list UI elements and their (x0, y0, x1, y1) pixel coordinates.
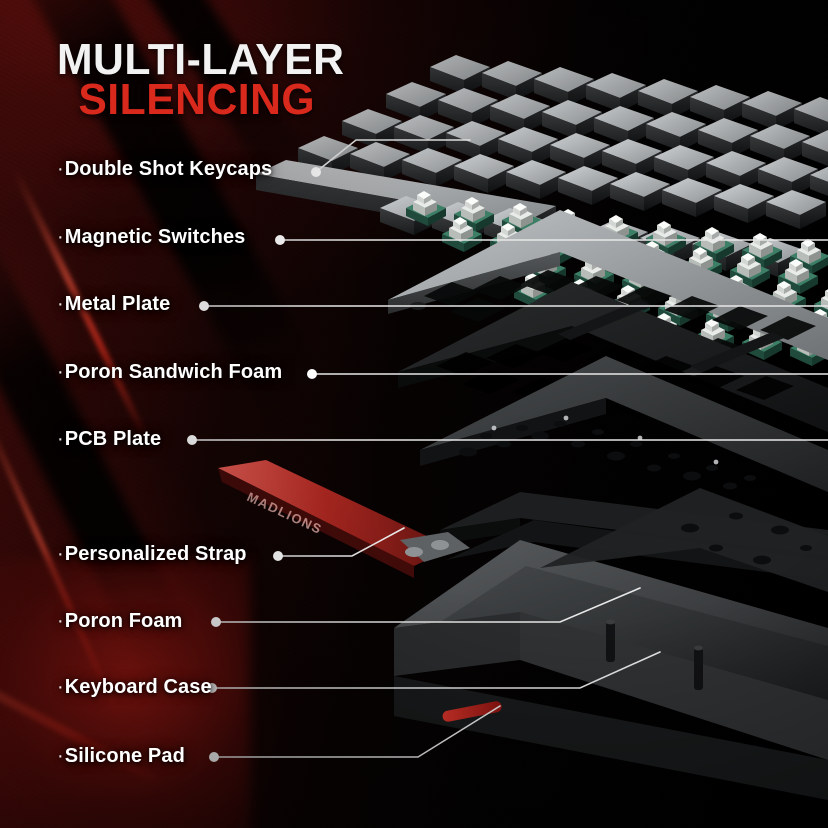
label-double-shot-keycaps: ·Double Shot Keycaps (57, 158, 272, 181)
label-personalized-strap: ·Personalized Strap (57, 543, 247, 566)
label-silicone-pad: ·Silicone Pad (57, 745, 185, 768)
label-text: Keyboard Case (64, 676, 212, 698)
label-bullet-icon: · (57, 676, 64, 698)
title-line-1: MULTI-LAYER (57, 35, 345, 84)
page-title: MULTI-LAYER SILENCING (57, 35, 353, 125)
label-bullet-icon: · (57, 428, 64, 450)
label-text: Double Shot Keycaps (64, 158, 273, 180)
label-text: Silicone Pad (64, 745, 185, 767)
label-text: Poron Sandwich Foam (64, 361, 283, 383)
label-bullet-icon: · (57, 361, 64, 383)
label-bullet-icon: · (57, 745, 64, 767)
label-bullet-icon: · (57, 158, 64, 180)
label-pcb-plate: ·PCB Plate (57, 428, 161, 451)
label-bullet-icon: · (57, 293, 64, 315)
label-keyboard-case: ·Keyboard Case (57, 676, 212, 699)
label-bullet-icon: · (57, 543, 64, 565)
label-text: PCB Plate (64, 428, 162, 450)
label-text: Magnetic Switches (64, 226, 246, 248)
label-text: Poron Foam (64, 610, 183, 632)
label-poron-sandwich-foam: ·Poron Sandwich Foam (57, 361, 282, 384)
label-text: Personalized Strap (64, 543, 247, 565)
label-magnetic-switches: ·Magnetic Switches (57, 226, 245, 249)
label-bullet-icon: · (57, 226, 64, 248)
label-metal-plate: ·Metal Plate (57, 293, 170, 316)
label-poron-foam: ·Poron Foam (57, 610, 182, 633)
title-line-2: SILENCING (78, 75, 316, 125)
label-bullet-icon: · (57, 610, 64, 632)
label-text: Metal Plate (64, 293, 171, 315)
